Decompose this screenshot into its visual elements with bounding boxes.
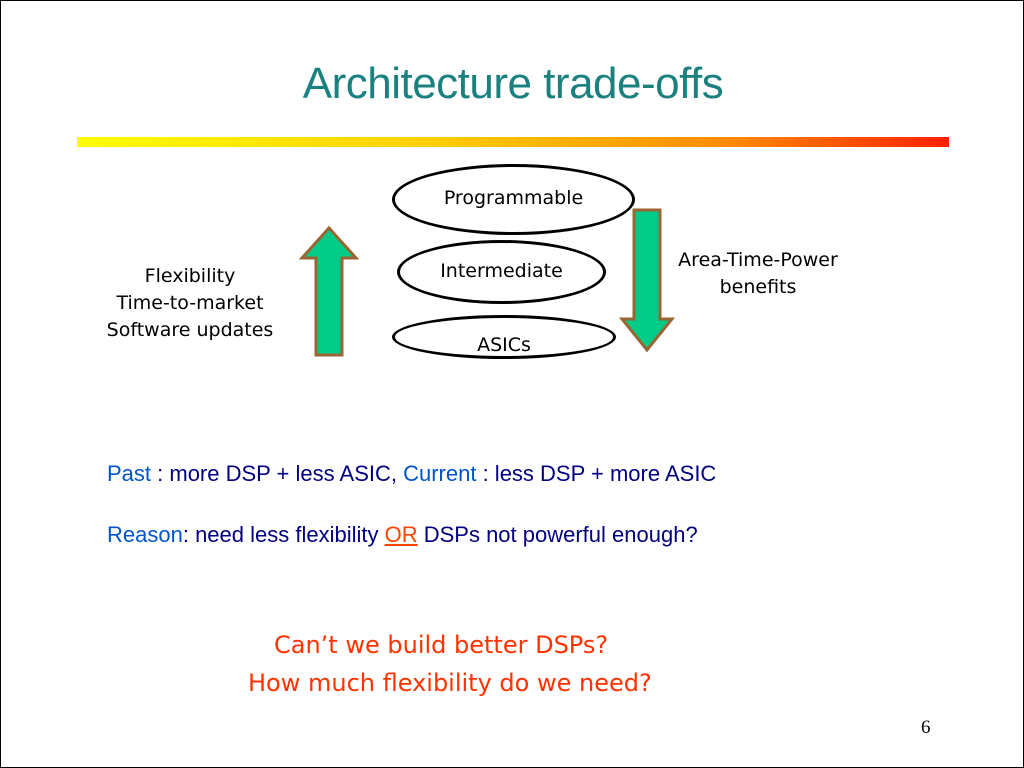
current-keyword: Current xyxy=(403,461,477,486)
past-current-line: Past : more DSP + less ASIC, Current : l… xyxy=(107,461,716,487)
flexibility-labels: Flexibility Time-to-market Software upda… xyxy=(81,263,299,344)
level-intermediate-label: Intermediate xyxy=(440,260,563,282)
label-time-to-market: Time-to-market xyxy=(116,292,264,314)
label-software-updates: Software updates xyxy=(106,319,274,341)
label-benefits: benefits xyxy=(719,276,797,298)
reason-end-text: DSPs not powerful enough? xyxy=(417,522,698,547)
page-number: 6 xyxy=(921,717,931,738)
benefit-labels: Area-Time-Power benefits xyxy=(653,247,863,301)
level-asics-label: ASICs xyxy=(477,334,531,356)
title-gradient-bar xyxy=(77,137,949,147)
past-keyword: Past xyxy=(107,461,152,486)
reason-line: Reason: need less flexibility OR DSPs no… xyxy=(107,522,698,548)
level-intermediate: Intermediate xyxy=(397,240,606,304)
current-text: : less DSP + more ASIC xyxy=(476,461,717,486)
level-programmable-label: Programmable xyxy=(443,187,584,209)
up-arrow-icon xyxy=(299,225,359,357)
reason-text: : need less flexibility xyxy=(182,522,385,547)
label-area-time-power: Area-Time-Power xyxy=(678,249,838,271)
reason-keyword: Reason xyxy=(107,522,183,547)
level-programmable: Programmable xyxy=(392,164,635,235)
label-flexibility: Flexibility xyxy=(144,265,236,287)
level-asics: ASICs xyxy=(392,315,616,359)
down-arrow-icon xyxy=(619,208,675,353)
question-better-dsps: Can’t we build better DSPs? xyxy=(274,631,609,659)
or-keyword: OR xyxy=(384,522,418,547)
question-flexibility-need: How much flexibility do we need? xyxy=(248,669,652,697)
past-text: : more DSP + less ASIC, xyxy=(151,461,404,486)
slide-title: Architecture trade-offs xyxy=(302,59,724,108)
